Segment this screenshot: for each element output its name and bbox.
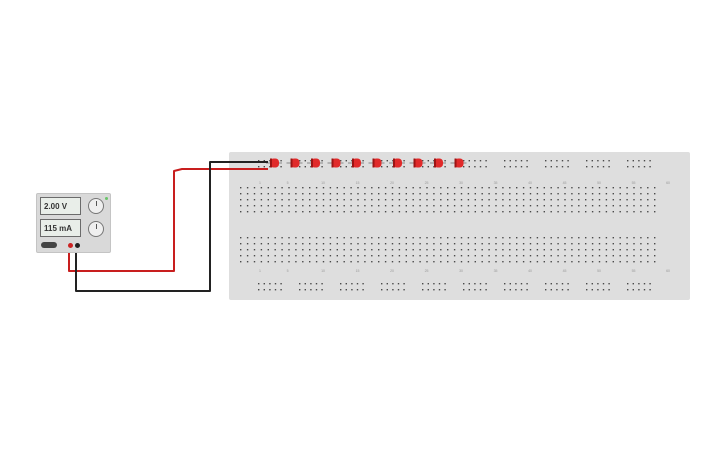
column-number-label: 30 — [459, 269, 463, 273]
column-number-label: 25 — [425, 181, 429, 185]
column-number-label: 25 — [425, 269, 429, 273]
column-number-label: 50 — [597, 181, 601, 185]
led-icon[interactable] — [327, 158, 344, 168]
column-number-label: 30 — [459, 181, 463, 185]
column-number-label: 55 — [632, 269, 636, 273]
column-number-label: 15 — [356, 181, 360, 185]
negative-terminal[interactable] — [75, 243, 80, 248]
column-number-label: 5 — [287, 181, 289, 185]
led-icon[interactable] — [430, 158, 446, 168]
column-number-label: 50 — [597, 269, 601, 273]
column-number-label: 60 — [666, 269, 670, 273]
column-number-label: 35 — [494, 269, 498, 273]
positive-wire[interactable] — [68, 168, 268, 272]
power-switch[interactable] — [41, 242, 57, 248]
led-icon[interactable] — [409, 158, 426, 168]
column-number-label: 45 — [563, 181, 567, 185]
column-number-label: 60 — [666, 181, 670, 185]
column-number-label: 5 — [287, 269, 289, 273]
column-number-label: 35 — [494, 181, 498, 185]
led-row[interactable] — [266, 158, 467, 168]
led-icon[interactable] — [348, 158, 364, 168]
power-indicator-icon — [105, 197, 108, 200]
column-number-label: 20 — [390, 181, 394, 185]
current-knob[interactable] — [88, 221, 104, 237]
column-number-label: 40 — [528, 181, 532, 185]
voltage-display: 2.00 V — [40, 197, 81, 215]
dc-power-supply[interactable]: 2.00 V 115 mA — [36, 193, 111, 253]
column-number-label: 1 — [259, 181, 261, 185]
column-number-label: 20 — [390, 269, 394, 273]
column-number-label: 45 — [563, 269, 567, 273]
positive-terminal[interactable] — [68, 243, 73, 248]
led-icon[interactable] — [368, 158, 385, 168]
column-number-label: 10 — [321, 269, 325, 273]
led-icon[interactable] — [307, 158, 323, 168]
led-icon[interactable] — [389, 158, 405, 168]
current-display: 115 mA — [40, 219, 81, 237]
led-icon[interactable] — [450, 158, 467, 168]
column-number-label: 1 — [259, 269, 261, 273]
negative-wire[interactable] — [75, 161, 268, 292]
column-number-label: 10 — [321, 181, 325, 185]
column-number-label: 40 — [528, 269, 532, 273]
column-number-label: 15 — [356, 269, 360, 273]
voltage-knob[interactable] — [88, 198, 104, 214]
column-number-label: 55 — [632, 181, 636, 185]
led-icon[interactable] — [286, 158, 303, 168]
breadboard-column-labels: 1155101015152020252530303535404045455050… — [259, 181, 670, 273]
led-icon[interactable] — [266, 158, 282, 168]
breadboard-holes — [240, 160, 656, 291]
breadboard[interactable] — [229, 152, 690, 300]
